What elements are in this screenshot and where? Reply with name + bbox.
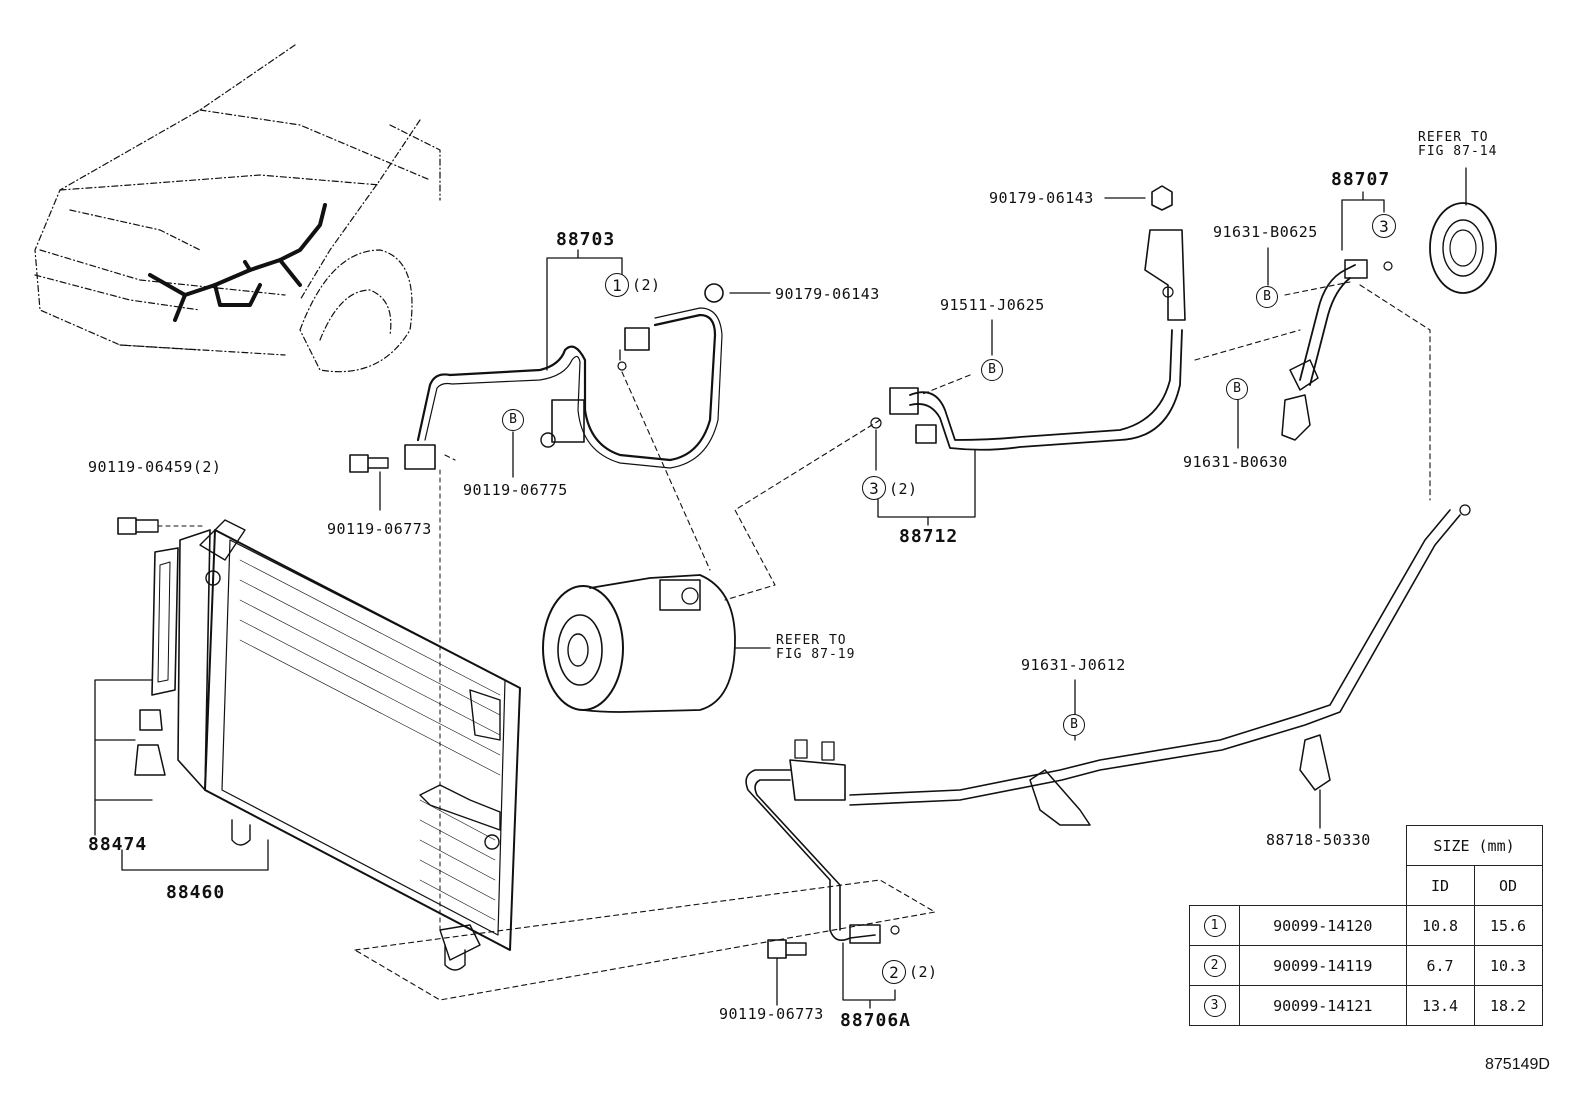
part-label-90179-06143-b: 90179-06143 — [989, 189, 1094, 207]
marker-3-88707: 3 — [1372, 214, 1396, 238]
part-label-88712: 88712 — [899, 526, 959, 547]
table-row: 1 90099-14120 10.8 15.6 — [1189, 905, 1543, 946]
row-key-1: 1 — [1203, 914, 1226, 937]
liquid-pipe-88706a — [745, 504, 1471, 944]
pipe-88707 — [1281, 259, 1393, 441]
reference-lines — [354, 281, 1431, 1001]
part-label-91631-B0630: 91631-B0630 — [1183, 453, 1288, 471]
bolt-90119-06773-b — [767, 939, 807, 959]
row-id: 6.7 — [1405, 945, 1475, 986]
marker-b-90119-06775: B — [502, 409, 524, 431]
part-label-90119-06775: 90119-06775 — [463, 481, 568, 499]
leader-88712 — [877, 449, 976, 526]
part-label-88718-50330: 88718-50330 — [1266, 831, 1371, 849]
leader-88707 — [1341, 191, 1385, 251]
seal-ring — [1429, 202, 1497, 294]
row-od: 18.2 — [1473, 985, 1543, 1026]
bolt-90119-06459 — [117, 517, 159, 535]
part-label-88703: 88703 — [556, 229, 616, 250]
col-od-header: OD — [1473, 865, 1543, 906]
qty-88703: (2) — [632, 276, 661, 294]
part-label-90119-06459: 90119-06459(2) — [88, 458, 222, 476]
marker-3-88712: 3 — [862, 476, 886, 500]
refer-fig-87-19: REFER TO FIG 87-19 — [776, 633, 856, 662]
row-id: 10.8 — [1405, 905, 1475, 946]
row-part: 90099-14119 — [1239, 945, 1407, 986]
part-label-88460: 88460 — [166, 882, 226, 903]
marker-b-91631-b0625: B — [1256, 286, 1278, 308]
part-label-90179-06143-a: 90179-06143 — [775, 285, 880, 303]
size-header: SIZE (mm) — [1405, 825, 1543, 866]
leader-88474 — [94, 679, 153, 836]
bolt-90119-06773-a — [349, 454, 389, 473]
row-part: 90099-14120 — [1239, 905, 1407, 946]
part-label-91631-B0625: 91631-B0625 — [1213, 223, 1318, 241]
marker-b-91631-j0612: B — [1063, 714, 1085, 736]
leader-88703 — [546, 249, 623, 371]
leader-88706a — [842, 942, 896, 1009]
car-harness — [148, 203, 327, 322]
row-od: 10.3 — [1473, 945, 1543, 986]
part-label-91631-J0612: 91631-J0612 — [1021, 656, 1126, 674]
qty-88706a: (2) — [909, 963, 938, 981]
condenser-pad-parts — [134, 547, 179, 776]
marker-b-91511: B — [981, 359, 1003, 381]
part-label-91511-J0625: 91511-J0625 — [940, 296, 1045, 314]
hose-88703 — [404, 283, 724, 470]
table-row: 2 90099-14119 6.7 10.3 — [1189, 945, 1543, 986]
hose-88712 — [889, 185, 1186, 451]
leader-88460 — [121, 839, 269, 871]
row-key-2: 2 — [1203, 954, 1226, 977]
row-key-3: 3 — [1203, 994, 1226, 1017]
compressor — [542, 574, 771, 713]
condenser — [177, 519, 521, 971]
row-id: 13.4 — [1405, 985, 1475, 1026]
figure-id: 875149D — [1485, 1056, 1550, 1073]
oring-size-table: SIZE (mm) ID OD 1 90099-14120 10.8 15.6 … — [1189, 825, 1543, 1026]
part-label-90119-06773-b: 90119-06773 — [719, 1005, 824, 1023]
qty-88712: (2) — [889, 480, 918, 498]
part-label-88707: 88707 — [1331, 169, 1391, 190]
table-row: 3 90099-14121 13.4 18.2 — [1189, 985, 1543, 1026]
part-label-88706A: 88706A — [840, 1010, 912, 1031]
marker-2-88706a: 2 — [882, 960, 906, 984]
marker-1-88703: 1 — [605, 273, 629, 297]
col-id-header: ID — [1405, 865, 1475, 906]
row-od: 15.6 — [1473, 905, 1543, 946]
part-label-88474: 88474 — [88, 834, 148, 855]
marker-b-91631-b0630: B — [1226, 378, 1248, 400]
part-label-90119-06773-a: 90119-06773 — [327, 520, 432, 538]
row-part: 90099-14121 — [1239, 985, 1407, 1026]
car-front-illustration — [34, 44, 441, 373]
refer-fig-87-14: REFER TO FIG 87-14 — [1418, 130, 1498, 159]
